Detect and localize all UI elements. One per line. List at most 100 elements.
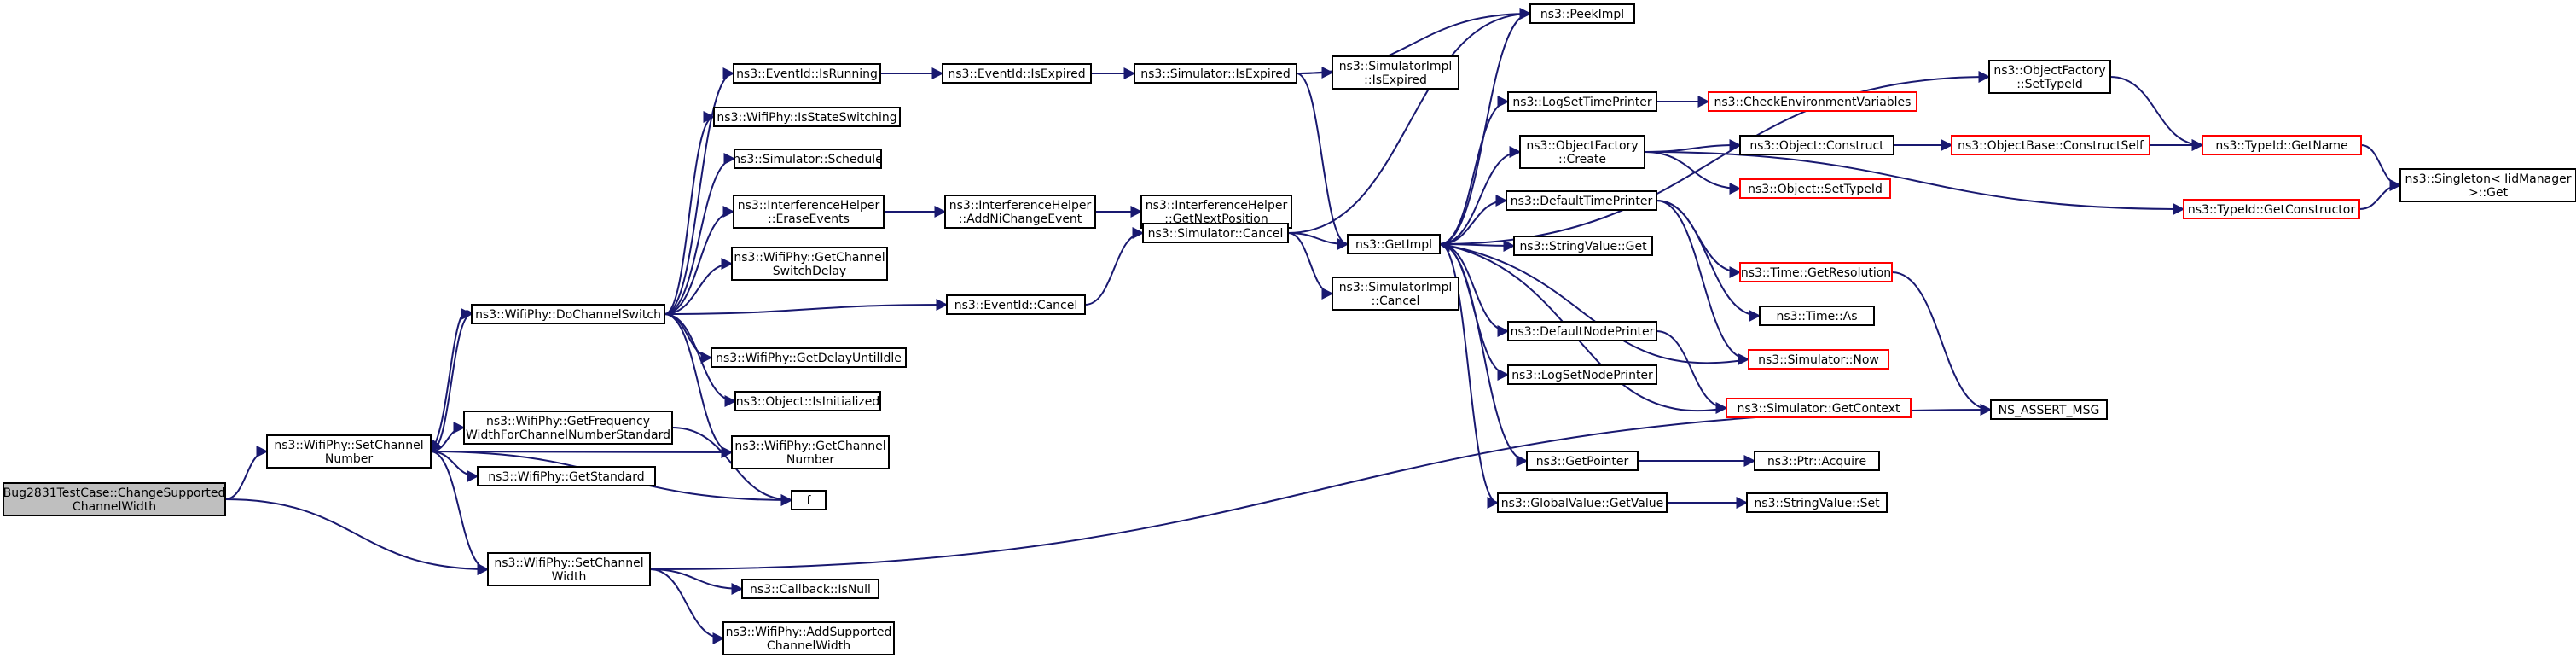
- edge: [1439, 146, 1522, 245]
- node-label: Number: [786, 453, 834, 467]
- edge: [1644, 139, 1742, 153]
- node-obj-factory-set-type-id[interactable]: ns3::ObjectFactory::SetTypeId: [1988, 60, 2111, 94]
- node-get-impl[interactable]: ns3::GetImpl: [1347, 234, 1441, 254]
- node-do-channel-switch[interactable]: ns3::WifiPhy::DoChannelSwitch: [471, 304, 665, 324]
- edge: [1438, 240, 1727, 412]
- node-box: [266, 434, 432, 469]
- node-obj-base-construct-self[interactable]: ns3::ObjectBase::ConstructSelf: [1951, 135, 2150, 155]
- node-box: [1759, 306, 1875, 326]
- edge: [1438, 240, 1749, 364]
- node-sim-get-context[interactable]: ns3::Simulator::GetContext: [1726, 398, 1912, 418]
- node-default-time-printer[interactable]: ns3::DefaultTimePrinter: [1506, 190, 1657, 211]
- edge-sim-cancel-to-peek-impl: [1287, 8, 1532, 234]
- node-box: [1507, 321, 1657, 341]
- node-sim-schedule[interactable]: ns3::Simulator::Schedule: [733, 149, 883, 169]
- node-label: ns3::GlobalValue::GetValue: [1501, 497, 1663, 510]
- node-label: ns3::WifiPhy::DoChannelSwitch: [475, 308, 661, 322]
- node-root[interactable]: Bug2831TestCase::ChangeSupportedChannelW…: [3, 482, 226, 516]
- node-box: [1951, 135, 2150, 155]
- node-label: ::EraseEvents: [768, 213, 850, 226]
- node-label: ns3::Object::SetTypeId: [1748, 183, 1883, 196]
- node-obj-is-initialized[interactable]: ns3::Object::IsInitialized: [734, 391, 881, 411]
- node-label: >::Get: [2469, 186, 2509, 200]
- node-object-construct[interactable]: ns3::Object::Construct: [1739, 135, 1894, 155]
- node-label: ns3::GetPointer: [1536, 455, 1629, 469]
- node-label: ns3::WifiPhy::GetDelayUntilIdle: [716, 352, 902, 365]
- edge: [664, 206, 735, 315]
- node-event-is-expired[interactable]: ns3::EventId::IsExpired: [942, 63, 1092, 84]
- edge-sim-now-to-get-impl: [1438, 240, 1749, 364]
- node-label: ns3::EventId::Cancel: [954, 299, 1078, 312]
- edge: [1656, 330, 1728, 414]
- node-peek-impl[interactable]: ns3::PeekImpl: [1529, 3, 1635, 24]
- node-string-value-get[interactable]: ns3::StringValue::Get: [1513, 236, 1653, 256]
- node-label: ns3::WifiPhy::GetChannel: [734, 251, 885, 265]
- node-callback-is-null[interactable]: ns3::Callback::IsNull: [741, 579, 879, 599]
- node-label: ns3::ObjectFactory: [1993, 64, 2105, 78]
- edge: [224, 498, 490, 575]
- node-type-id-get-constructor[interactable]: ns3::TypeId::GetConstructor: [2183, 199, 2360, 219]
- node-box: [1507, 364, 1657, 385]
- node-get-standard[interactable]: ns3::WifiPhy::GetStandard: [477, 466, 656, 486]
- node-is-state-switching[interactable]: ns3::WifiPhy::IsStateSwitching: [713, 107, 901, 127]
- node-box: [1988, 60, 2111, 94]
- node-box: [711, 347, 907, 368]
- node-ptr-acquire[interactable]: ns3::Ptr::Acquire: [1754, 451, 1880, 471]
- edge: [664, 258, 734, 315]
- node-label: ns3::PeekImpl: [1540, 8, 1624, 21]
- node-label: ns3::WifiPhy::IsStateSwitching: [717, 111, 896, 125]
- node-singleton-get[interactable]: ns3::Singleton< IidManager >::Get: [2399, 168, 2576, 202]
- node-label: ::Create: [1558, 153, 1606, 166]
- node-get-freq-width[interactable]: ns3::WifiPhy::GetFrequencyWidthForChanne…: [463, 411, 673, 445]
- node-label: ns3::Callback::IsNull: [750, 583, 871, 597]
- edge-sim-get-context-to-get-impl: [1438, 240, 1727, 412]
- node-ns-assert-msg[interactable]: NS_ASSERT_MSG: [1990, 399, 2108, 420]
- edge-set-channel-number-to-set-channel-width: [430, 451, 490, 575]
- node-log-set-node-printer[interactable]: ns3::LogSetNodePrinter: [1507, 364, 1657, 385]
- node-time-as[interactable]: ns3::Time::As: [1759, 306, 1875, 326]
- node-get-next-position[interactable]: ns3::InterferenceHelper::GetNextPosition: [1140, 195, 1292, 229]
- node-label: ns3::Time::As: [1776, 310, 1857, 323]
- node-object-set-type-id[interactable]: ns3::Object::SetTypeId: [1739, 178, 1891, 199]
- edge: [2109, 76, 2204, 151]
- node-get-pointer[interactable]: ns3::GetPointer: [1526, 451, 1639, 471]
- node-erase-events[interactable]: ns3::InterferenceHelper::EraseEvents: [733, 195, 885, 229]
- edge-set-channel-number-to-get-channel-number: [430, 446, 734, 458]
- node-event-cancel[interactable]: ns3::EventId::Cancel: [946, 294, 1086, 315]
- node-log-set-time-printer[interactable]: ns3::LogSetTimePrinter: [1507, 91, 1657, 112]
- node-sim-is-expired[interactable]: ns3::Simulator::IsExpired: [1134, 63, 1297, 84]
- node-get-delay-until-idle[interactable]: ns3::WifiPhy::GetDelayUntilIdle: [711, 347, 907, 368]
- node-check-env-vars[interactable]: ns3::CheckEnvironmentVariables: [1708, 91, 1917, 112]
- node-sim-now[interactable]: ns3::Simulator::Now: [1748, 349, 1889, 370]
- node-obj-factory-create[interactable]: ns3::ObjectFactory::Create: [1519, 135, 1645, 169]
- node-add-ni-change-event[interactable]: ns3::InterferenceHelper::AddNiChangeEven…: [944, 195, 1096, 229]
- edge-do-channel-switch-to-set-channel-number: [430, 310, 473, 453]
- node-default-node-printer[interactable]: ns3::DefaultNodePrinter: [1507, 321, 1657, 341]
- node-label: ns3::WifiPhy::SetChannel: [274, 439, 423, 452]
- node-label: ns3::LogSetTimePrinter: [1512, 96, 1652, 109]
- node-f[interactable]: f: [791, 490, 827, 510]
- node-label: ns3::StringValue::Get: [1519, 240, 1647, 253]
- node-global-value-get-value[interactable]: ns3::GlobalValue::GetValue: [1497, 492, 1668, 513]
- node-type-id-get-name[interactable]: ns3::TypeId::GetName: [2202, 135, 2362, 155]
- edge-do-channel-switch-to-event-is-running: [664, 67, 735, 315]
- node-time-get-resolution[interactable]: ns3::Time::GetResolution: [1739, 262, 1893, 282]
- node-box: [2183, 199, 2360, 219]
- edge: [430, 446, 734, 458]
- node-sim-impl-cancel[interactable]: ns3::SimulatorImpl::Cancel: [1332, 277, 1459, 311]
- node-box: [487, 552, 651, 586]
- node-label: ChannelWidth: [767, 639, 850, 653]
- node-label: ns3::ObjectBase::ConstructSelf: [1958, 139, 2144, 153]
- node-box: [1529, 3, 1635, 24]
- node-string-value-set[interactable]: ns3::StringValue::Set: [1746, 492, 1888, 513]
- node-sim-impl-is-expired[interactable]: ns3::SimulatorImpl::IsExpired: [1332, 55, 1459, 90]
- edge-obj-factory-set-type-id-to-type-id-get-name: [2109, 76, 2204, 151]
- edge: [1644, 151, 1742, 195]
- node-event-is-running[interactable]: ns3::EventId::IsRunning: [733, 63, 881, 84]
- node-sim-cancel[interactable]: ns3::Simulator::Cancel: [1142, 223, 1289, 243]
